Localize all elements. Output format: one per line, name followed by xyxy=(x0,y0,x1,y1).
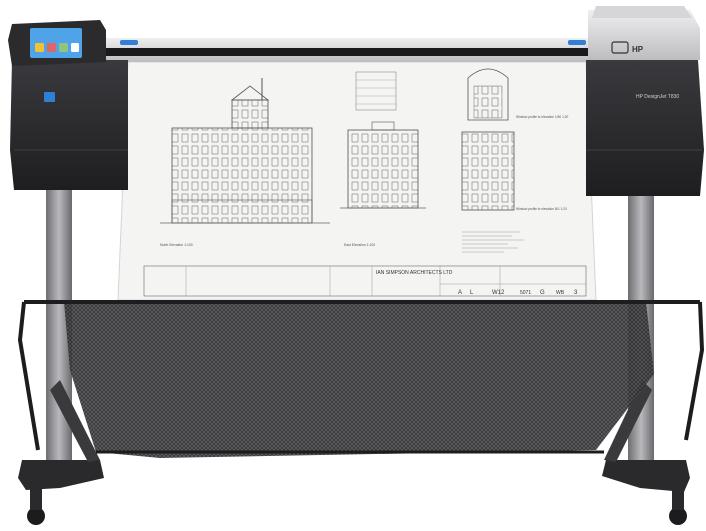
media-basket xyxy=(17,300,705,458)
hp-logo: HP xyxy=(611,41,644,54)
window-caption-bottom: Window profile to elevation B/1 1:20 xyxy=(516,207,567,211)
right-housing xyxy=(586,60,704,196)
hp-badge: HP xyxy=(632,45,644,54)
front-elevation: North Elevation 1:100 xyxy=(160,78,330,247)
rev-g: G xyxy=(540,290,545,296)
side-elevation-caption: East Elevation 1:100 xyxy=(344,243,375,247)
app-icon[interactable] xyxy=(35,43,44,52)
window-details: Window profile to elevation 1/50 1:20 Wi… xyxy=(461,68,568,253)
app-icon[interactable] xyxy=(71,43,79,52)
basket-mesh xyxy=(64,302,654,458)
right-foot xyxy=(602,460,690,492)
sheet-number: W12 xyxy=(492,290,505,296)
energy-star-icon xyxy=(44,92,55,102)
model-label: HP DesignJet T830 xyxy=(636,94,679,100)
status-light-right xyxy=(568,40,586,45)
printer-body: HP HP DesignJet T830 xyxy=(8,6,704,196)
left-foot xyxy=(18,460,104,490)
status-light-left xyxy=(120,40,138,45)
app-icon[interactable] xyxy=(47,43,56,52)
rev-number: 3 xyxy=(574,290,578,296)
screen-app-icons xyxy=(35,43,79,52)
rev-l: L xyxy=(470,290,474,296)
status-code: WB xyxy=(556,290,565,296)
left-housing xyxy=(10,60,128,190)
app-icon[interactable] xyxy=(59,43,68,52)
title-block: IAN SIMPSON ARCHITECTS LTD A L W12 5071 … xyxy=(143,265,587,297)
caster-wheel xyxy=(669,507,687,525)
printed-drawing: North Elevation 1:100 East Elevation 1:1… xyxy=(117,61,597,301)
architect-name: IAN SIMPSON ARCHITECTS LTD xyxy=(376,270,453,276)
paper-slot xyxy=(100,48,592,56)
front-elevation-caption: North Elevation 1:100 xyxy=(160,243,193,247)
sheet-suffix: 5071 xyxy=(520,290,531,296)
schedule-table xyxy=(355,71,397,111)
side-elevation: East Elevation 1:100 xyxy=(340,121,426,247)
caster-wheel xyxy=(27,507,45,525)
rev-a: A xyxy=(458,290,462,296)
scanner-lid xyxy=(588,10,700,60)
window-caption-top: Window profile to elevation 1/50 1:20 xyxy=(516,115,568,119)
